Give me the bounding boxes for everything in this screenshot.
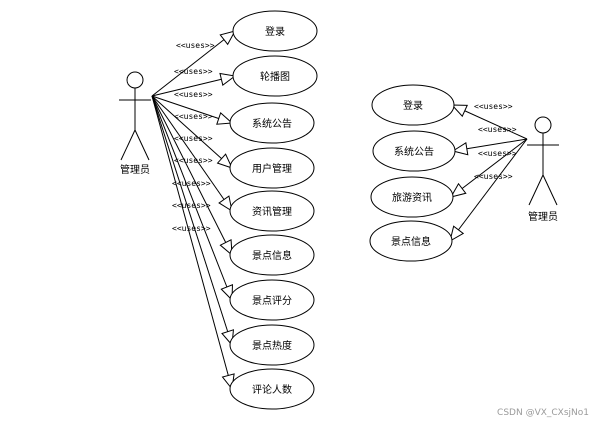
right-use-case-3 <box>369 220 453 262</box>
left-uses-label: <<uses>> <box>174 134 213 143</box>
left-uses-label: <<uses>> <box>172 179 211 188</box>
left-use-case-label: 系统公告 <box>252 117 292 130</box>
left-arrowhead <box>216 153 233 169</box>
right-actor <box>527 116 559 206</box>
right-use-case-0 <box>371 84 455 126</box>
right-uses-label: <<uses>> <box>474 102 513 111</box>
actor-head <box>534 116 552 134</box>
actor-left-leg <box>528 174 544 206</box>
left-use-case-1 <box>232 55 318 97</box>
left-use-case-3 <box>229 147 315 189</box>
left-use-case-5 <box>229 234 315 276</box>
left-association-line <box>151 95 233 346</box>
right-use-case-label: 系统公告 <box>394 145 434 158</box>
right-association-line <box>449 138 528 242</box>
left-use-case-label: 用户管理 <box>252 162 292 175</box>
right-use-case-1 <box>372 130 456 172</box>
left-use-case-2 <box>229 102 315 144</box>
left-use-case-4 <box>229 190 315 232</box>
left-use-case-label: 资讯管理 <box>252 205 292 218</box>
left-use-case-7 <box>229 324 315 366</box>
right-use-case-label: 旅游资讯 <box>392 191 432 204</box>
left-association-line <box>151 95 233 256</box>
left-use-case-label: 轮播图 <box>260 70 290 83</box>
left-use-case-6 <box>229 279 315 321</box>
watermark: CSDN @VX_CXsjNo1 <box>497 408 589 418</box>
left-association-line <box>151 95 233 301</box>
left-use-case-label: 景点信息 <box>252 249 292 262</box>
right-use-case-2 <box>370 176 454 218</box>
left-arrowhead <box>220 284 233 302</box>
right-use-case-label: 景点信息 <box>391 235 431 248</box>
left-arrowhead <box>219 72 237 86</box>
actor-left-leg <box>120 129 136 161</box>
right-uses-label: <<uses>> <box>478 125 517 134</box>
left-uses-label: <<uses>> <box>174 112 213 121</box>
left-use-case-label: 登录 <box>265 25 285 38</box>
left-use-case-label: 评论人数 <box>252 383 292 396</box>
left-actor <box>119 71 151 161</box>
right-association-line <box>450 138 528 198</box>
actor-label: 管理员 <box>528 210 558 223</box>
left-arrowhead <box>219 239 233 257</box>
left-association-line <box>151 95 233 212</box>
actor-head <box>126 71 144 89</box>
right-arrowhead <box>451 142 469 156</box>
left-uses-label: <<uses>> <box>176 41 215 50</box>
right-arrowhead <box>450 104 468 118</box>
left-arrowhead <box>216 111 234 125</box>
left-association-line <box>151 95 233 390</box>
left-uses-label: <<uses>> <box>174 156 213 165</box>
right-arrowhead <box>449 225 465 243</box>
left-uses-label: <<uses>> <box>172 201 211 210</box>
left-use-case-label: 景点热度 <box>252 339 292 352</box>
actor-right-leg <box>542 174 558 206</box>
left-uses-label: <<uses>> <box>174 90 213 99</box>
left-association-line <box>151 95 233 169</box>
left-arrowhead <box>219 30 236 46</box>
right-use-case-label: 登录 <box>403 99 423 112</box>
left-arrowhead <box>218 195 233 213</box>
left-use-case-8 <box>229 368 315 410</box>
left-use-case-0 <box>232 10 318 52</box>
actor-right-leg <box>134 129 150 161</box>
right-arrowhead <box>449 182 467 198</box>
right-uses-label: <<uses>> <box>478 149 517 158</box>
actor-label: 管理员 <box>120 163 150 176</box>
right-uses-label: <<uses>> <box>474 172 513 181</box>
left-association-line <box>151 30 236 97</box>
left-use-case-label: 景点评分 <box>252 295 292 307</box>
left-uses-label: <<uses>> <box>174 67 213 76</box>
left-uses-label: <<uses>> <box>172 224 211 233</box>
